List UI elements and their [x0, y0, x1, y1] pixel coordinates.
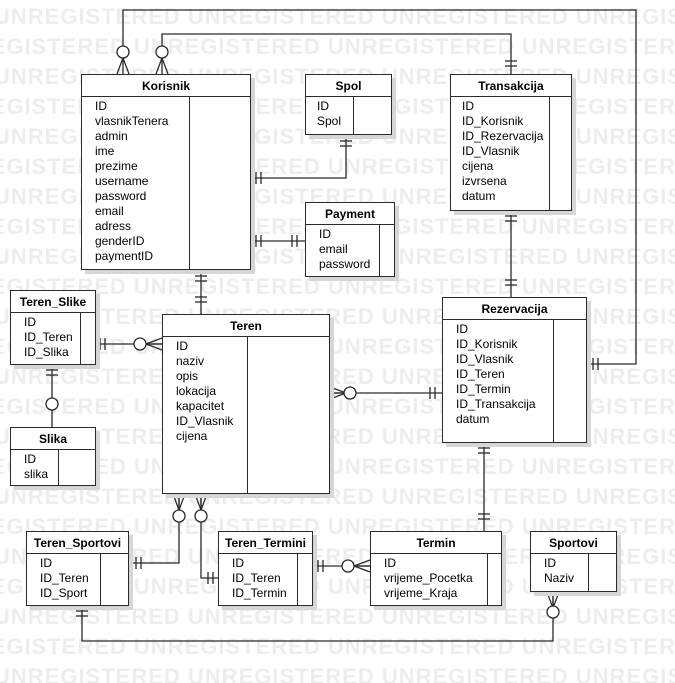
entity-title: Teren_Termini — [219, 532, 312, 554]
entity-title: Teren — [163, 315, 329, 337]
entity-attribute[interactable]: vlasnikTenera — [95, 114, 169, 128]
entity-attribute[interactable]: password — [95, 189, 147, 203]
entity-title: Teren_Sportovi — [27, 532, 128, 554]
entity-attribute[interactable]: ID — [95, 99, 107, 113]
entity-attribute[interactable]: ID — [232, 556, 244, 570]
entity-title: Slika — [11, 428, 95, 450]
entity-attribute[interactable]: vrijeme_Kraja — [384, 586, 458, 600]
entity-attribute[interactable]: ime — [95, 144, 115, 158]
entity-attribute[interactable]: paymentID — [95, 249, 154, 263]
entity-attribute[interactable]: Naziv — [544, 571, 575, 585]
entity-attribute[interactable]: admin — [95, 129, 128, 143]
entity-attribute[interactable]: ID — [462, 99, 474, 113]
entity-attribute[interactable]: naziv — [176, 354, 205, 368]
entity-attribute[interactable]: ID — [544, 556, 556, 570]
entity-attribute[interactable]: ID_Vlasnik — [462, 144, 520, 158]
entity-attribute[interactable]: username — [95, 174, 149, 188]
entity-attribute[interactable]: ID — [176, 339, 188, 353]
entity-attribute[interactable]: lokacija — [176, 384, 217, 398]
entity-attribute[interactable]: ID_Sport — [40, 586, 88, 600]
entity-attribute[interactable]: ID_Korisnik — [462, 114, 524, 128]
entity-attribute[interactable]: adress — [95, 219, 132, 233]
entity-attribute[interactable]: prezime — [95, 159, 138, 173]
entity-attribute[interactable]: ID_Transakcija — [456, 397, 536, 411]
entity-attribute[interactable]: datum — [456, 412, 490, 426]
entity-attribute[interactable]: ID — [456, 322, 468, 336]
entity-attribute[interactable]: genderID — [95, 234, 145, 248]
entity-attribute[interactable]: slika — [24, 467, 49, 481]
entity-attribute[interactable]: datum — [462, 189, 496, 203]
entity-attribute[interactable]: ID — [317, 99, 329, 113]
entity-attribute[interactable]: opis — [176, 369, 199, 383]
entity-attribute[interactable]: ID — [24, 315, 36, 329]
entity-title: Rezervacija — [443, 298, 586, 320]
entity-attribute[interactable]: ID — [384, 556, 396, 570]
entity-attribute[interactable]: ID_Rezervacija — [462, 129, 544, 143]
entity-title: Sportovi — [531, 532, 616, 554]
entity-title: Termin — [371, 532, 501, 554]
entity-attribute[interactable]: ID_Teren — [40, 571, 89, 585]
entity-attribute[interactable]: ID_Teren — [456, 367, 505, 381]
entity-attribute[interactable]: password — [319, 257, 371, 271]
entity-attribute[interactable]: Spol — [317, 114, 342, 128]
entity-attribute[interactable]: izvrsena — [462, 174, 507, 188]
entity-attribute[interactable]: vrijeme_Pocetka — [384, 571, 473, 585]
entity-attribute[interactable]: ID — [24, 452, 36, 466]
entity-attribute[interactable]: ID_Termin — [456, 382, 511, 396]
entity-title: Korisnik — [82, 75, 250, 97]
entity-attribute[interactable]: email — [95, 204, 124, 218]
entity-attribute[interactable]: ID_Teren — [232, 571, 281, 585]
entity-attribute[interactable]: ID — [319, 227, 331, 241]
entity-attribute[interactable]: ID — [40, 556, 52, 570]
entity-attribute[interactable]: cijena — [176, 429, 208, 443]
entity-title: Payment — [306, 203, 394, 225]
entity-title: Transakcija — [451, 75, 571, 97]
entity-title: Teren_Slike — [11, 291, 95, 313]
entity-attribute[interactable]: ID_Slika — [24, 345, 69, 359]
entity-attribute[interactable]: ID_Teren — [24, 330, 73, 344]
entity-attribute[interactable]: cijena — [462, 159, 494, 173]
entity-attribute[interactable]: ID_Korisnik — [456, 337, 518, 351]
entity-attribute[interactable]: ID_Vlasnik — [176, 414, 234, 428]
entity-attribute[interactable]: email — [319, 242, 348, 256]
entity-title: Spol — [306, 75, 391, 97]
entity-attribute[interactable]: kapacitet — [176, 399, 225, 413]
entity-attribute[interactable]: ID_Termin — [232, 586, 287, 600]
entity-attribute[interactable]: ID_Vlasnik — [456, 352, 514, 366]
